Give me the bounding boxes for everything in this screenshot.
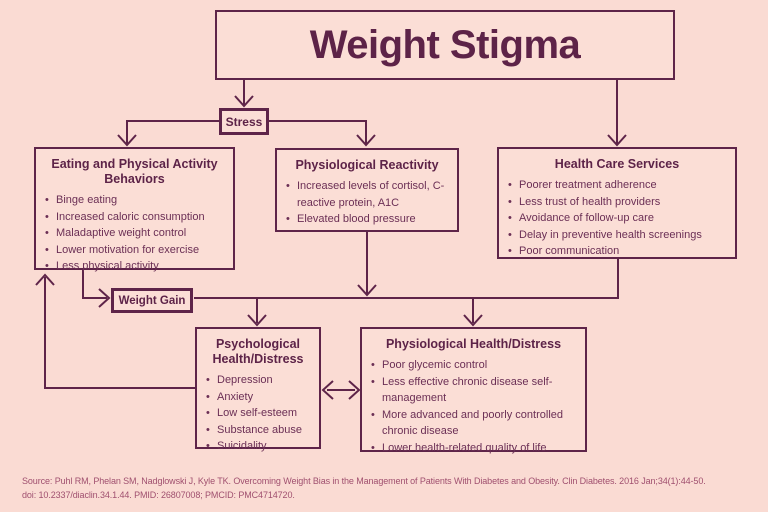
bullet-item: Substance abuse bbox=[205, 422, 313, 439]
bullet-item: Lower health-related quality of life bbox=[370, 440, 579, 457]
bullet-item: Increased levels of cortisol, C-reactive… bbox=[285, 178, 451, 211]
arrow-stress-to-reactivity bbox=[269, 120, 367, 144]
physiological-reactivity-heading: Physiological Reactivity bbox=[295, 158, 439, 172]
arrowhead-bus-to-psychological bbox=[247, 314, 267, 327]
source-citation: Source: Puhl RM, Phelan SM, Nadglowski J… bbox=[22, 474, 706, 502]
arrowhead-title-to-health bbox=[607, 134, 627, 147]
bullet-item: Avoidance of follow-up care bbox=[507, 210, 729, 227]
arrowhead-stress-to-reactivity bbox=[356, 134, 376, 147]
bullet-item: Maladaptive weight control bbox=[44, 225, 227, 242]
arrowhead-psych-physio-right bbox=[348, 380, 361, 400]
bullet-item: Increased caloric consumption bbox=[44, 209, 227, 226]
stress-label: Stress bbox=[225, 114, 263, 129]
arrowhead-eating-to-weight-gain bbox=[98, 288, 111, 308]
weight-gain-label: Weight Gain bbox=[118, 294, 186, 307]
arrow-stress-to-eating bbox=[126, 120, 219, 144]
arrowhead-title-to-stress bbox=[234, 95, 254, 108]
bullet-item: Elevated blood pressure bbox=[285, 211, 451, 228]
bullet-item: Less effective chronic disease self-mana… bbox=[370, 374, 579, 407]
eating-behaviors-heading: Eating and Physical Activity Behaviors bbox=[51, 157, 218, 186]
bullet-item: Poorer treatment adherence bbox=[507, 177, 729, 194]
title-box: Weight Stigma bbox=[215, 10, 675, 80]
source-line-2: doi: 10.2337/diaclin.34.1.44. PMID: 2680… bbox=[22, 490, 295, 500]
node-stress: Stress bbox=[219, 108, 269, 135]
physiological-health-heading: Physiological Health/Distress bbox=[385, 337, 562, 351]
source-line-1: Source: Puhl RM, Phelan SM, Nadglowski J… bbox=[22, 476, 706, 486]
health-care-services-heading: Health Care Services bbox=[554, 157, 680, 171]
physiological-health-bullets: Poor glycemic controlLess effective chro… bbox=[368, 357, 579, 456]
bullet-item: Delay in preventive health screenings bbox=[507, 227, 729, 244]
arrowhead-psych-physio-left bbox=[321, 380, 334, 400]
bullet-item: Less trust of health providers bbox=[507, 194, 729, 211]
bullet-item: More advanced and poorly controlled chro… bbox=[370, 407, 579, 440]
bullet-item: Poor communication bbox=[507, 243, 729, 260]
physiological-reactivity-bullets: Increased levels of cortisol, C-reactive… bbox=[283, 178, 451, 228]
bullet-item: Depression bbox=[205, 372, 313, 389]
bullet-item: Low self-esteem bbox=[205, 405, 313, 422]
eating-behaviors-bullets: Binge eatingIncreased caloric consumptio… bbox=[42, 192, 227, 275]
bullet-item: Binge eating bbox=[44, 192, 227, 209]
psychological-health-bullets: DepressionAnxietyLow self-esteemSubstanc… bbox=[203, 372, 313, 455]
bullet-item: Suicidality bbox=[205, 438, 313, 455]
diagram-title: Weight Stigma bbox=[309, 22, 581, 67]
arrowhead-reactivity-to-bus bbox=[357, 284, 377, 297]
psychological-health-heading: Psychological Health/Distress bbox=[212, 337, 304, 366]
node-psychological-health: Psychological Health/Distress Depression… bbox=[195, 327, 321, 454]
node-weight-gain: Weight Gain bbox=[111, 288, 193, 313]
bullet-item: Lower motivation for exercise bbox=[44, 242, 227, 259]
node-physiological-reactivity: Physiological Reactivity Increased level… bbox=[275, 148, 459, 232]
bullet-item: Less physical activity bbox=[44, 258, 227, 275]
bullet-item: Anxiety bbox=[205, 389, 313, 406]
node-eating-behaviors: Eating and Physical Activity Behaviors B… bbox=[34, 147, 235, 274]
node-health-care-services: Health Care Services Poorer treatment ad… bbox=[497, 147, 737, 259]
arrow-psychological-to-eating bbox=[44, 277, 195, 389]
arrowhead-stress-to-eating bbox=[117, 134, 137, 147]
arrowhead-bus-to-physio-health bbox=[463, 314, 483, 327]
arrowhead-psychological-to-eating bbox=[35, 273, 55, 286]
line-weight-gain-bus bbox=[194, 259, 619, 299]
node-physiological-health: Physiological Health/Distress Poor glyce… bbox=[360, 327, 587, 456]
arrow-eating-to-weight-gain bbox=[82, 270, 107, 299]
health-care-services-bullets: Poorer treatment adherenceLess trust of … bbox=[505, 177, 729, 260]
bullet-item: Poor glycemic control bbox=[370, 357, 579, 374]
